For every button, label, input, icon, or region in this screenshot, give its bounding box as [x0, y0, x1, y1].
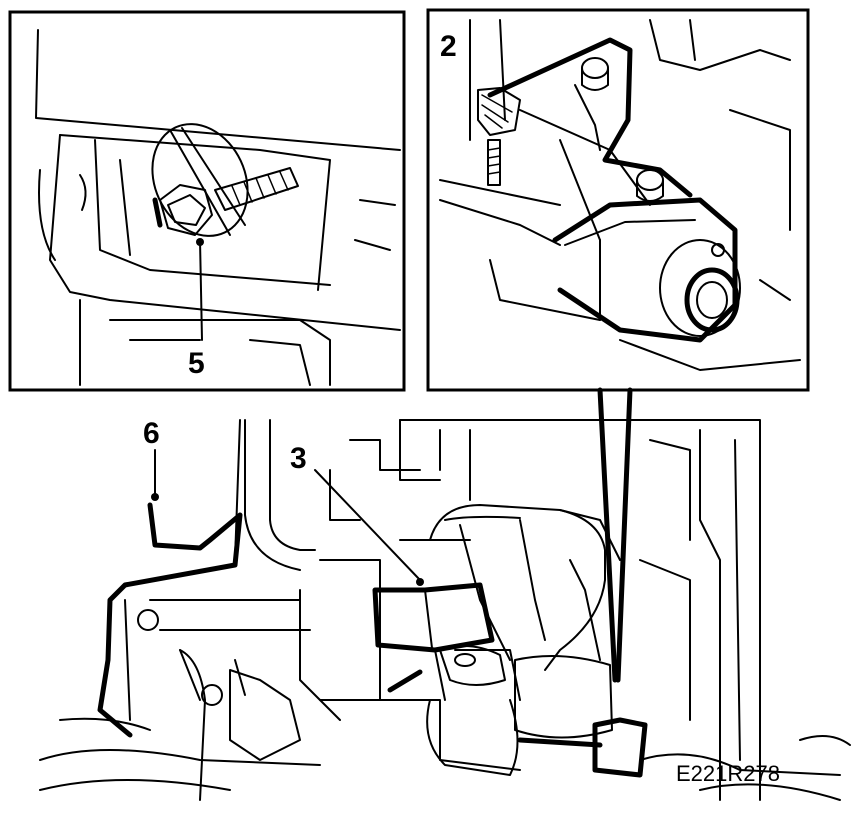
callout-6: 6 [143, 417, 160, 450]
callout-3: 3 [290, 442, 307, 475]
figure-code: E221R278 [676, 761, 780, 786]
callout-2: 2 [440, 30, 457, 63]
inset-right-mount-detail: 2 [426, 8, 810, 392]
callout-5: 5 [188, 347, 205, 380]
inset-left-bolt-detail: 5 [8, 10, 406, 392]
main-engine-view: 3 6 [39, 417, 851, 801]
